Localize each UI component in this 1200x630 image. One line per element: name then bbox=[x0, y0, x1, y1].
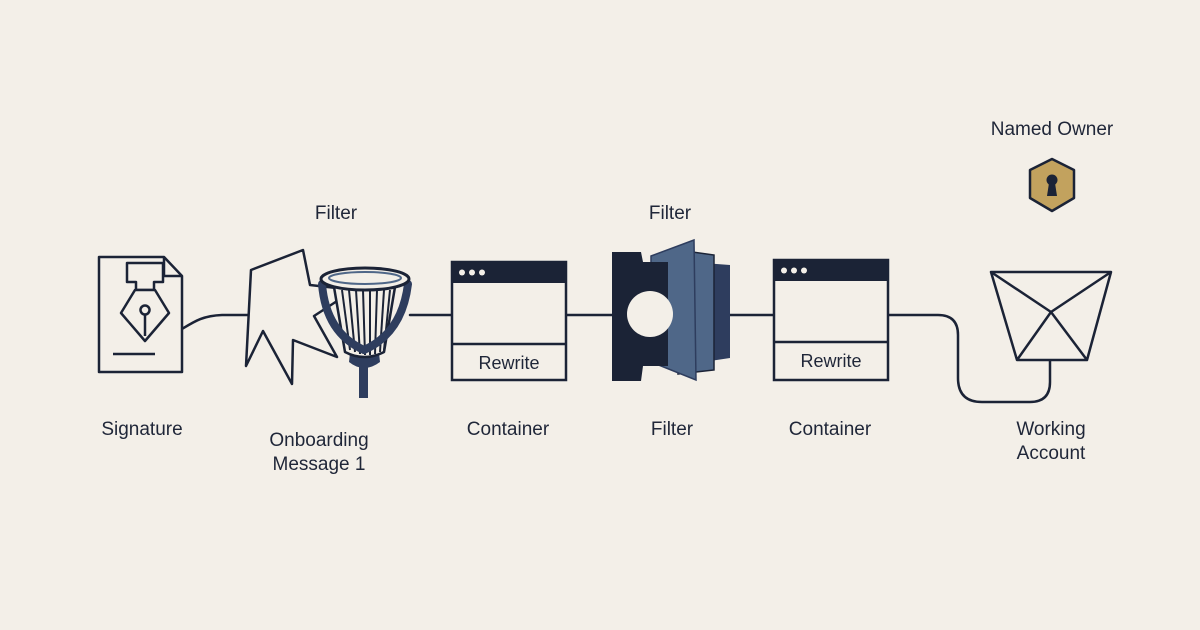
label-filter-top-1: Filter bbox=[314, 203, 358, 224]
gear-stack-icon bbox=[612, 238, 730, 382]
label-named-owner: Named Owner bbox=[990, 119, 1114, 140]
connector-container2-account bbox=[886, 313, 1052, 404]
container-inner-label: Rewrite bbox=[800, 351, 862, 371]
folded-paper-icon bbox=[244, 248, 356, 386]
label-onboarding-line1: Onboarding bbox=[269, 430, 369, 451]
container-inner-label: Rewrite bbox=[478, 353, 540, 373]
connector-lines bbox=[164, 313, 1052, 404]
label-filter-top-2: Filter bbox=[648, 203, 692, 224]
label-working-line1: Working bbox=[1016, 419, 1086, 440]
label-filter-bottom: Filter bbox=[650, 419, 694, 440]
browser-window-icon bbox=[450, 260, 568, 382]
label-working-account: Working Account bbox=[991, 418, 1111, 466]
label-container-2: Container bbox=[788, 419, 872, 440]
label-onboarding-message: Onboarding Message 1 bbox=[244, 429, 394, 477]
label-signature: Signature bbox=[101, 419, 183, 440]
funnel-filter-icon bbox=[318, 266, 412, 398]
label-container-1: Container bbox=[466, 419, 550, 440]
browser-window-icon bbox=[772, 258, 890, 382]
keyhole-shield-icon bbox=[1028, 157, 1076, 213]
label-onboarding-line2: Message 1 bbox=[272, 454, 366, 475]
envelope-icon bbox=[989, 270, 1113, 362]
pen-nib-document-icon bbox=[97, 255, 184, 374]
label-working-line2: Account bbox=[1016, 443, 1086, 464]
